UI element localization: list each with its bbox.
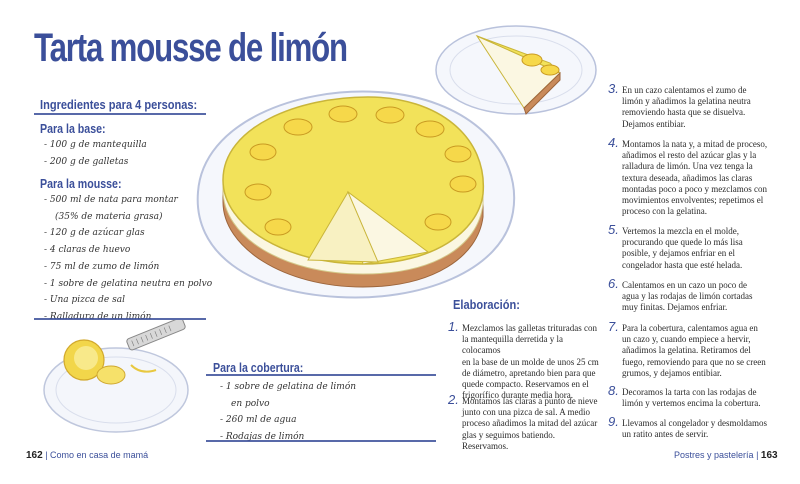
book-title: Como en casa de mamá [50,450,149,460]
divider [206,374,436,376]
list-item: - 4 claras de huevo [44,245,131,256]
page-number-left: 162 [26,450,43,461]
footer-separator: | [45,450,51,460]
step-number: 3. [608,81,619,96]
list-item: - 75 ml de zumo de limón [44,261,160,272]
mousse-heading: Para la mousse: [40,177,122,191]
footer-separator: | [756,450,761,460]
step-number: 5. [608,222,619,237]
tart-slice-illustration [435,25,597,115]
list-item: - Una pizca de sal [44,295,125,306]
chapter-title: Postres y pastelería [674,450,754,460]
step-number: 4. [608,135,619,150]
base-list: - 100 g de mantequilla - 200 g de gallet… [44,137,147,170]
list-item: - 500 ml de nata para montar [44,195,178,205]
elaboration-heading: Elaboración: [453,297,520,312]
step-number: 1. [448,319,459,334]
divider [34,318,206,320]
list-item: - 100 g de mantequilla [44,140,147,150]
lemon-grater-illustration [43,320,189,433]
step-8: 8. Decoramos la tarta con las rodajas de… [608,383,761,409]
ingredients-heading: Ingredientes para 4 personas: [40,97,198,112]
step-4: 4. Montamos la nata y, a mitad de proces… [608,135,768,217]
step-6: 6. Calentamos en un cazo un poco de agua… [608,276,753,313]
base-heading: Para la base: [40,122,106,136]
step-2: 2. Montamos las claras a punto de nieve … [448,392,598,451]
lemon-tart-illustration [196,90,516,299]
footer-right: Postres y pastelería | 163 [674,450,778,461]
divider [34,113,206,115]
divider [206,440,436,442]
topping-list: - 1 sobre de gelatina de limón en polvo … [220,379,356,446]
list-item: - 1 sobre de gelatina de limón [220,382,357,392]
step-number: 6. [608,276,619,291]
step-5: 5. Vertemos la mezcla en el molde, procu… [608,222,743,270]
step-9: 9. Llevamos al congelador y desmoldamos … [608,414,767,440]
list-item: - 260 ml de agua [220,415,297,426]
list-item: - Ralladura de un limón [44,311,152,322]
step-7: 7. Para la cobertura, calentamos agua en… [608,319,766,378]
mousse-list: - 500 ml de nata para montar (35% de mat… [44,192,212,326]
list-item: - Rodajas de limón [220,432,305,443]
footer-left: 162 | Como en casa de mamá [26,450,148,461]
list-item: - 200 g de galletas [44,156,129,167]
step-3: 3. En un cazo calentamos el zumo de limó… [608,81,751,129]
topping-heading: Para la cobertura: [213,361,304,375]
list-item: en polvo [231,398,270,409]
list-item: - 1 sobre de gelatina neutra en polvo [44,278,213,289]
step-number: 2. [448,392,459,407]
step-number: 8. [608,383,619,398]
list-item: - 120 g de azúcar glas [44,228,145,239]
step-1: 1. Mezclamos las galletas trituradas con… [448,319,599,401]
step-number: 9. [608,414,619,429]
step-number: 7. [608,319,619,334]
page-title: Tarta mousse de limón [34,26,348,70]
list-item: (35% de materia grasa) [55,211,163,222]
page-number-right: 163 [760,450,778,461]
